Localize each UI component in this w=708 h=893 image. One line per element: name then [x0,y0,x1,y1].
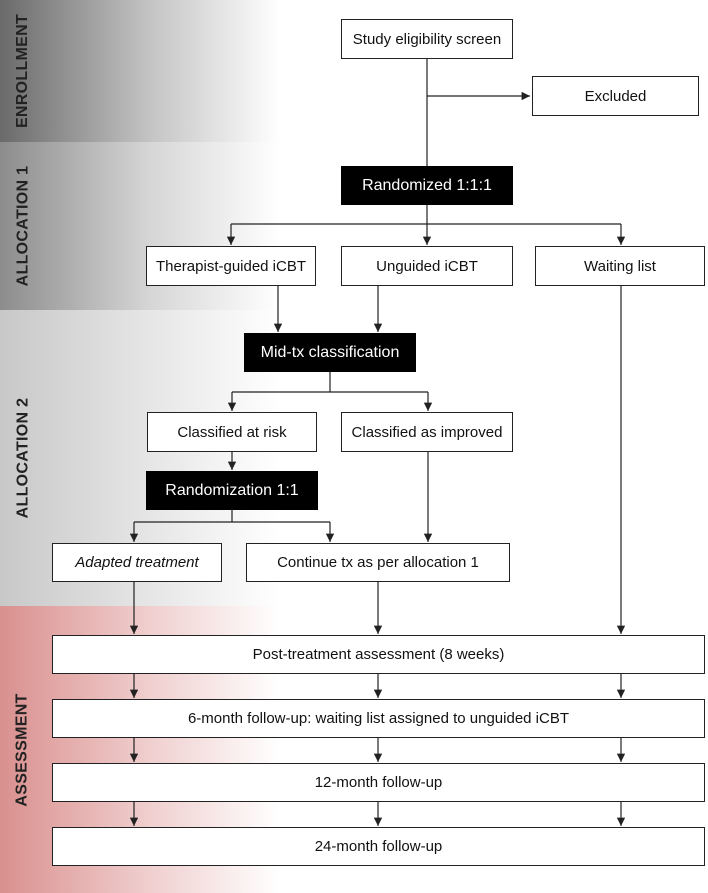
classified-improved-box: Classified as improved [341,412,513,452]
eligibility-screen-box: Study eligibility screen [341,19,513,59]
continue-tx-box: Continue tx as per allocation 1 [246,543,510,582]
randomization-box: Randomization 1:1 [146,471,318,510]
therapist-guided-box: Therapist-guided iCBT [146,246,316,286]
mid-tx-classification-box: Mid-tx classification [244,333,416,372]
twenty-four-month-followup-box: 24-month follow-up [52,827,705,866]
adapted-treatment-box: Adapted treatment [52,543,222,582]
unguided-icbt-box: Unguided iCBT [341,246,513,286]
excluded-box: Excluded [532,76,699,116]
classified-at-risk-box: Classified at risk [147,412,317,452]
randomized-box: Randomized 1:1:1 [341,166,513,205]
post-treatment-assessment-box: Post-treatment assessment (8 weeks) [52,635,705,674]
twelve-month-followup-box: 12-month follow-up [52,763,705,802]
six-month-followup-box: 6-month follow-up: waiting list assigned… [52,699,705,738]
waiting-list-box: Waiting list [535,246,705,286]
